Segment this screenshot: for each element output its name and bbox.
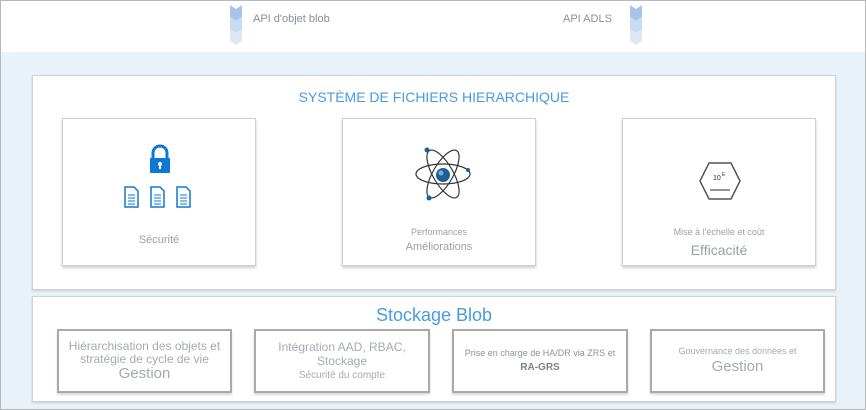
ra-grs-label: RA-GRS [520,361,560,373]
performance-label: Performances [410,227,468,237]
efficiency-label: Efficacité [690,242,748,258]
governance-label: Gouvernance des données et [678,345,797,356]
ha-dr-label: Prise en charge de HA/DR via ZRS et [464,348,616,359]
tiering-card: Hiérarchisation des objets et stratégie … [57,329,232,393]
scale-hexagon-icon: 10 E [699,162,741,200]
hierarchical-fs-title: SYSTÈME DE FICHIERS HIERARCHIQUE [298,89,570,105]
ha-dr-card: Prise en charge de HA/DR via ZRS et RA-G… [452,329,628,393]
svg-text:10: 10 [713,175,721,182]
svg-text:E: E [722,172,726,178]
governance-card: Gouvernance des données et Gestion [650,329,825,393]
blob-api-arrow-icon [230,5,242,45]
security-label: Sécurité [138,234,180,246]
lock-documents-icon [124,144,191,208]
scale-cost-label: Mise à l'échelle et coût [673,227,765,237]
atom-icon [415,147,471,201]
blob-api-label: API d'objet blob [253,13,330,25]
improvements-label: Améliorations [405,241,473,253]
account-security-card: Intégration AAD, RBAC, Stockage Sécurité… [254,329,430,393]
adls-api-label: API ADLS [563,13,612,25]
management-label: Gestion [118,364,171,382]
account-security-label: Sécurité du compte [298,369,386,381]
performance-card: Performances Améliorations [342,118,536,266]
aad-rbac-label: Intégration AAD, RBAC, Stockage [278,340,406,368]
adls-api-arrow-icon [630,5,642,45]
security-card: Sécurité [62,118,256,266]
tiering-label: Hiérarchisation des objets et stratégie … [68,338,221,366]
governance-management-label: Gestion [711,357,764,375]
blob-storage-title: Stockage Blob [375,305,493,325]
efficiency-card: 10 E Mise à l'échelle et coût Efficacité [622,118,816,266]
